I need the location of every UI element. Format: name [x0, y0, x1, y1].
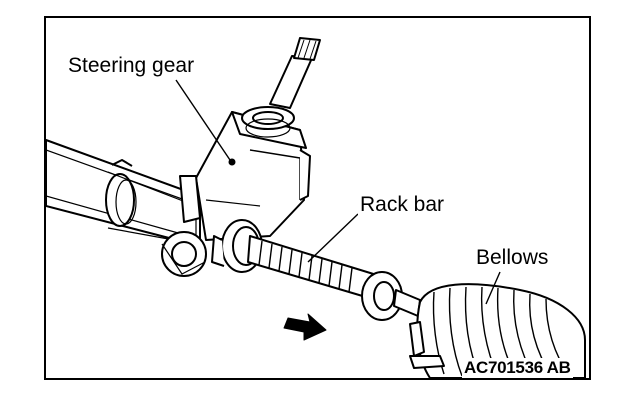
steering-gear-label: Steering gear [66, 54, 197, 78]
inner-ball-joint [361, 271, 421, 321]
steering-gear-leader [175, 79, 231, 161]
pinion-input-shaft [241, 37, 321, 138]
rack-bar [247, 235, 381, 301]
figure-code: AC701536 AB [462, 358, 573, 378]
bellows-label: Bellows [474, 246, 551, 270]
direction-arrow [283, 313, 327, 341]
rack-bar-leader [307, 213, 359, 263]
rack-housing-tube [46, 139, 201, 247]
bellows-leader [485, 271, 501, 305]
rack-bar-label: Rack bar [358, 193, 447, 217]
